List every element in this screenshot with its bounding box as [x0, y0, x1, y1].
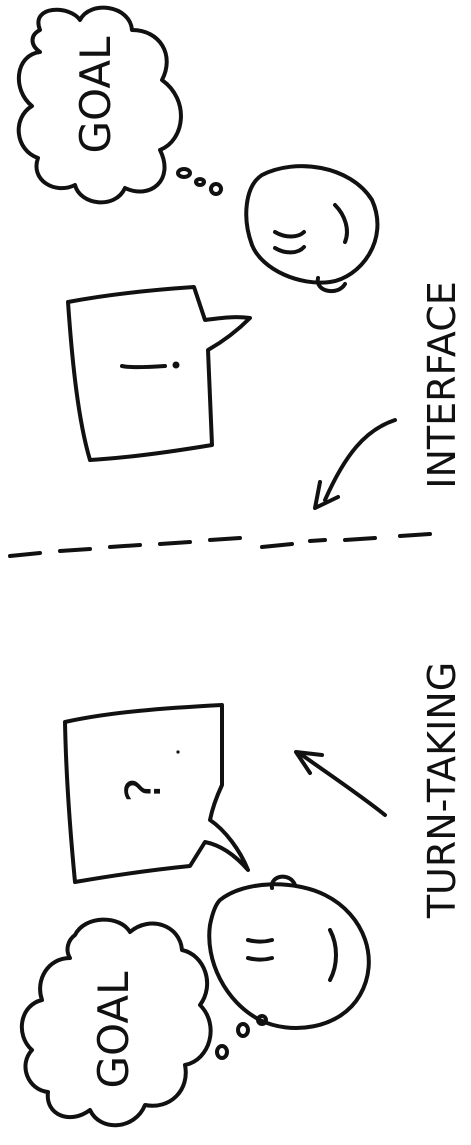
thought-bubble-bottom-1: [217, 1046, 227, 1058]
interface-dashed-line: [10, 534, 430, 556]
speech-box-top-dot: [175, 364, 178, 367]
head-bottom-mouth: [330, 930, 336, 980]
turn-taking-arrow: [302, 755, 385, 815]
head-top: [246, 166, 377, 282]
goal-label-top: GOAL: [71, 36, 120, 154]
head-top-eye-1: [275, 232, 304, 237]
question-mark-dot: [176, 750, 179, 753]
turn-taking-arrow-head: [296, 752, 322, 773]
head-top-eye-2: [275, 247, 304, 252]
interface-arrow: [325, 420, 395, 500]
speech-box-top: [68, 287, 250, 460]
thought-bubble-top-3: [211, 184, 221, 194]
turn-taking-label: TURN-TAKING: [420, 662, 464, 919]
interface-label: INTERFACE: [420, 281, 464, 489]
head-bottom-eye-1: [248, 940, 272, 942]
thought-bubble-bottom-2: [238, 1024, 248, 1036]
speech-box-top-line: [122, 366, 165, 367]
thought-bubble-top-2: [196, 179, 204, 185]
thought-bubble-top-1: [178, 169, 190, 177]
goal-label-bottom: GOAL: [89, 971, 138, 1089]
head-bottom-eye-2: [248, 958, 272, 960]
question-mark: ?: [116, 777, 172, 802]
head-bottom: [209, 884, 369, 1028]
head-top-mouth: [335, 205, 347, 242]
